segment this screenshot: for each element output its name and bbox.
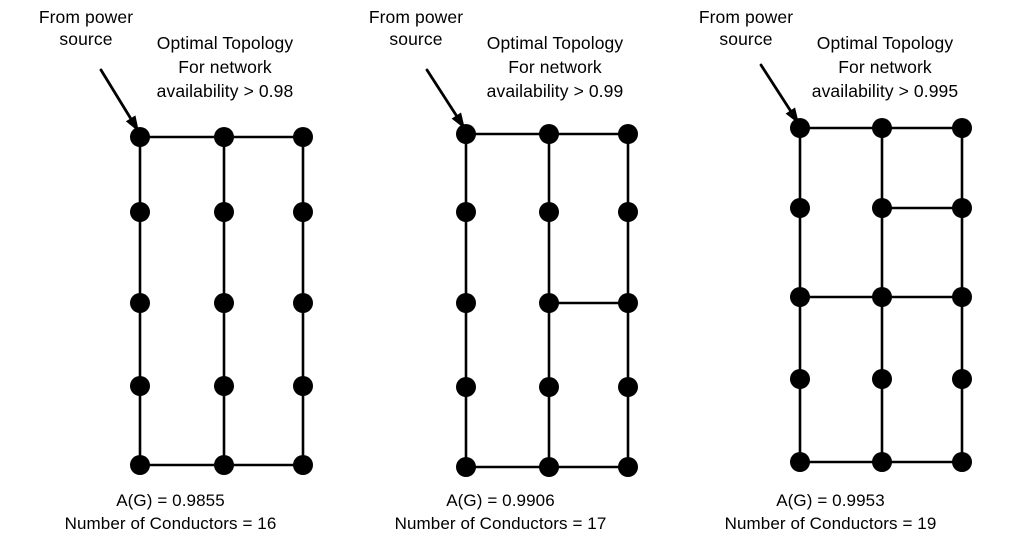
graph-node[interactable] (539, 293, 559, 313)
graph-node[interactable] (872, 198, 892, 218)
graph-node[interactable] (130, 202, 150, 222)
graph-node[interactable] (214, 376, 234, 396)
panel-caption: A(G) = 0.9953 Number of Conductors = 19 (660, 489, 1001, 535)
graph-node[interactable] (790, 452, 810, 472)
graph-node[interactable] (872, 118, 892, 138)
panel-title: Optimal Topology For network availabilit… (486, 33, 624, 101)
power-source-arrow-head (451, 112, 465, 129)
graph-node[interactable] (130, 376, 150, 396)
from-power-source-label: From power source (368, 7, 464, 49)
graph-node[interactable] (618, 293, 638, 313)
topology-panel: From power source Optimal Topology For n… (330, 0, 671, 546)
conductor-count-label: Number of Conductors = 19 (724, 514, 937, 533)
graph-node[interactable] (618, 457, 638, 477)
graph-node[interactable] (618, 202, 638, 222)
graph-node[interactable] (456, 293, 476, 313)
graph-node[interactable] (130, 455, 150, 475)
graph-node[interactable] (790, 287, 810, 307)
graph-node[interactable] (293, 293, 313, 313)
from-power-source-label: From power source (698, 7, 794, 49)
graph-node[interactable] (952, 198, 972, 218)
from-power-source-label: From power source (38, 7, 134, 49)
topology-panel: From power source Optimal Topology For n… (0, 0, 341, 546)
availability-value-label: A(G) = 0.9855 (116, 491, 225, 510)
graph-node[interactable] (872, 452, 892, 472)
topology-graph (99, 68, 313, 475)
graph-node[interactable] (790, 198, 810, 218)
graph-node[interactable] (456, 124, 476, 144)
conductor-count-label: Number of Conductors = 17 (394, 514, 607, 533)
panel-title: Optimal Topology For network availabilit… (156, 33, 294, 101)
graph-node[interactable] (952, 118, 972, 138)
graph-node[interactable] (790, 369, 810, 389)
panel-caption: A(G) = 0.9906 Number of Conductors = 17 (330, 489, 671, 535)
graph-node[interactable] (214, 202, 234, 222)
topology-graph (425, 68, 638, 477)
graph-node[interactable] (539, 124, 559, 144)
availability-value-label: A(G) = 0.9953 (776, 491, 885, 510)
graph-node[interactable] (952, 369, 972, 389)
graph-node[interactable] (872, 287, 892, 307)
availability-value-label: A(G) = 0.9906 (446, 491, 555, 510)
graph-node[interactable] (456, 202, 476, 222)
panel-caption: A(G) = 0.9855 Number of Conductors = 16 (0, 489, 341, 535)
graph-node[interactable] (214, 127, 234, 147)
graph-node[interactable] (456, 377, 476, 397)
graph-node[interactable] (293, 455, 313, 475)
graph-node[interactable] (539, 457, 559, 477)
graph-node[interactable] (539, 202, 559, 222)
graph-node[interactable] (293, 202, 313, 222)
graph-node[interactable] (952, 452, 972, 472)
topology-graph (759, 63, 972, 472)
graph-node[interactable] (952, 287, 972, 307)
conductor-count-label: Number of Conductors = 16 (64, 514, 277, 533)
graph-node[interactable] (293, 127, 313, 147)
graph-node[interactable] (872, 369, 892, 389)
power-source-arrow-shaft (759, 63, 792, 112)
graph-node[interactable] (130, 127, 150, 147)
graph-node[interactable] (456, 457, 476, 477)
graph-node[interactable] (214, 455, 234, 475)
graph-node[interactable] (214, 293, 234, 313)
power-source-arrow-shaft (99, 68, 133, 120)
power-source-arrow-head (125, 115, 139, 132)
panel-title: Optimal Topology For network availabilit… (811, 33, 959, 101)
graph-node[interactable] (618, 377, 638, 397)
topology-panel: From power source Optimal Topology For n… (660, 0, 1001, 546)
power-source-arrow-shaft (425, 68, 458, 117)
graph-node[interactable] (790, 118, 810, 138)
graph-node[interactable] (293, 376, 313, 396)
graph-node[interactable] (618, 124, 638, 144)
graph-node[interactable] (130, 293, 150, 313)
graph-node[interactable] (539, 377, 559, 397)
